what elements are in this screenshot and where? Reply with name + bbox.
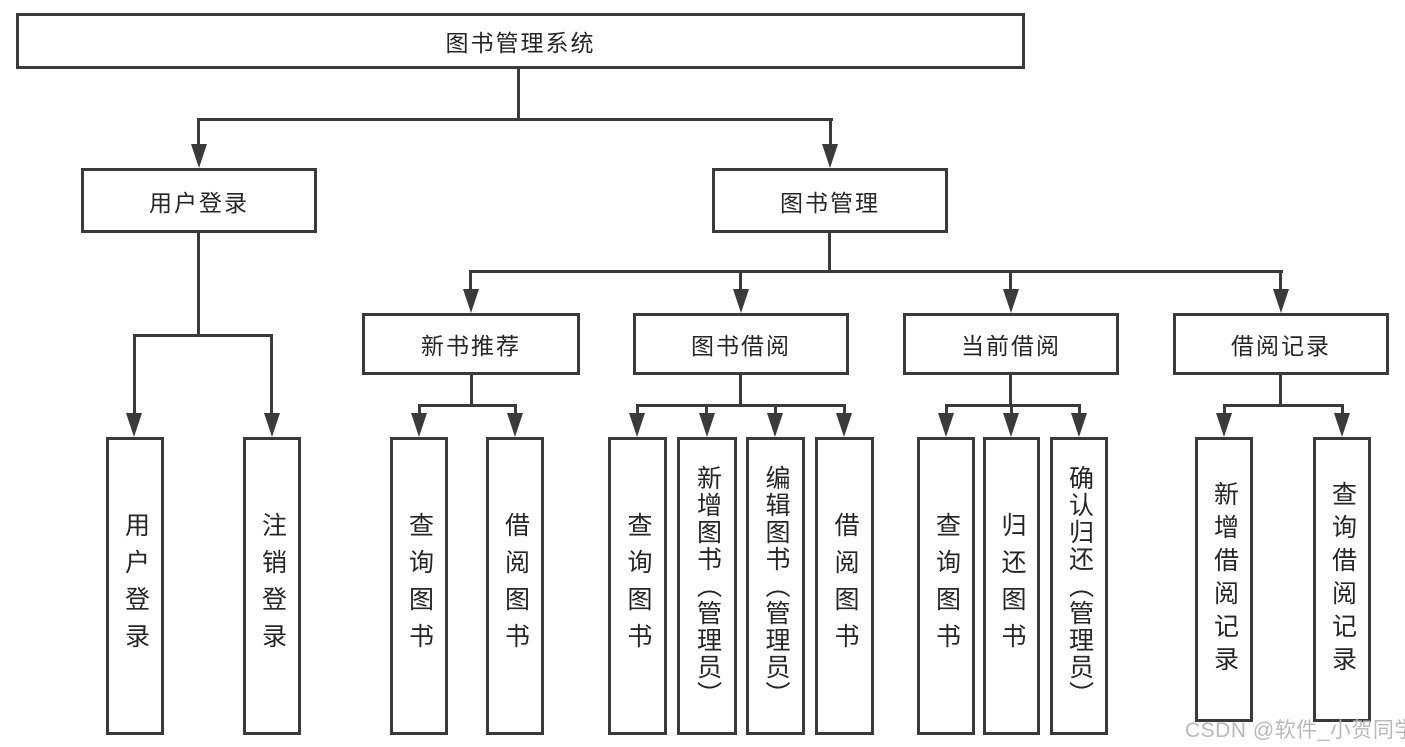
arrow-down-icon [1003,289,1019,313]
node-current-borrow: 当前借阅 [903,313,1119,375]
connector-stem [133,334,136,418]
connector-stub [1279,374,1282,407]
connector-stem [418,404,421,418]
connector-stem [270,334,273,418]
node-root: 图书管理系统 [16,13,1025,69]
leaf-user-login: 用户登录 [106,437,164,735]
arrow-down-icon [938,413,954,437]
leaf-add-books-admin: 新增图书（管理员） [677,437,737,735]
connector-root-rail [198,118,833,121]
node-book-mgmt: 图书管理 [712,168,948,233]
connector-stem [774,404,777,418]
connector-stem [843,404,846,418]
leaf-edit-books-admin: 编辑图书（管理员） [746,437,805,735]
leaf-borrow-books: 借阅图书 [815,437,874,735]
connector-stub [1009,374,1012,407]
connector-stem [1223,404,1226,418]
connector-rail [945,404,1081,407]
node-new-book-recommend: 新书推荐 [362,313,580,375]
arrow-down-icon [1216,413,1232,437]
leaf-query-borrow-record: 查询借阅记录 [1313,437,1371,722]
csdn-watermark: CSDN @软件_小贺同学 [1185,719,1405,742]
connector-stem [1078,404,1081,418]
connector-root-stub [517,68,520,121]
leaf-query-books-current: 查询图书 [917,437,975,735]
connector-stem [1009,270,1012,291]
connector-book-mgmt-stub [828,233,831,273]
leaf-query-books-borrow: 查询图书 [608,437,667,735]
connector-rail [418,404,517,407]
arrow-down-icon [1003,413,1019,437]
connector-book-mgmt-stem [829,118,832,146]
connector-stem [945,404,948,418]
arrow-down-icon [1071,413,1087,437]
arrow-down-icon [507,413,523,437]
connector-stem [1341,404,1344,418]
arrow-down-icon [733,289,749,313]
connector-rail [636,404,846,407]
connector-stem [469,270,472,291]
arrow-down-icon [767,413,783,437]
arrow-down-icon [463,289,479,313]
arrow-down-icon [629,413,645,437]
connector-stub [470,374,473,407]
node-borrow-records: 借阅记录 [1173,313,1389,375]
arrow-down-icon [1334,413,1350,437]
node-user-login: 用户登录 [81,168,317,233]
node-book-borrow: 图书借阅 [633,313,849,375]
connector-stem [739,270,742,291]
connector-stem [1010,404,1013,418]
connector-book-mgmt-rail [469,270,1283,273]
arrow-down-icon [411,413,427,437]
leaf-borrow-books-recommend: 借阅图书 [486,437,544,735]
connector-user-login-stub [197,233,200,337]
leaf-return-books: 归还图书 [983,437,1040,735]
connector-stem [636,404,639,418]
arrow-down-icon [191,144,207,168]
connector-user-login-rail [133,334,273,337]
connector-stem [1279,270,1282,291]
leaf-query-books-recommend: 查询图书 [390,437,448,735]
connector-stem [514,404,517,418]
connector-stem [705,404,708,418]
leaf-confirm-return-admin: 确认归还（管理员） [1050,437,1108,735]
arrow-down-icon [836,413,852,437]
leaf-logout: 注销登录 [243,437,301,735]
leaf-add-borrow-record: 新增借阅记录 [1195,437,1253,722]
arrow-down-icon [699,413,715,437]
connector-rail [1223,404,1344,407]
connector-stub [739,374,742,407]
connector-user-login-stem [197,118,200,146]
arrow-down-icon [822,144,838,168]
arrow-down-icon [1273,289,1289,313]
arrow-down-icon [264,413,280,437]
arrow-down-icon [126,413,142,437]
